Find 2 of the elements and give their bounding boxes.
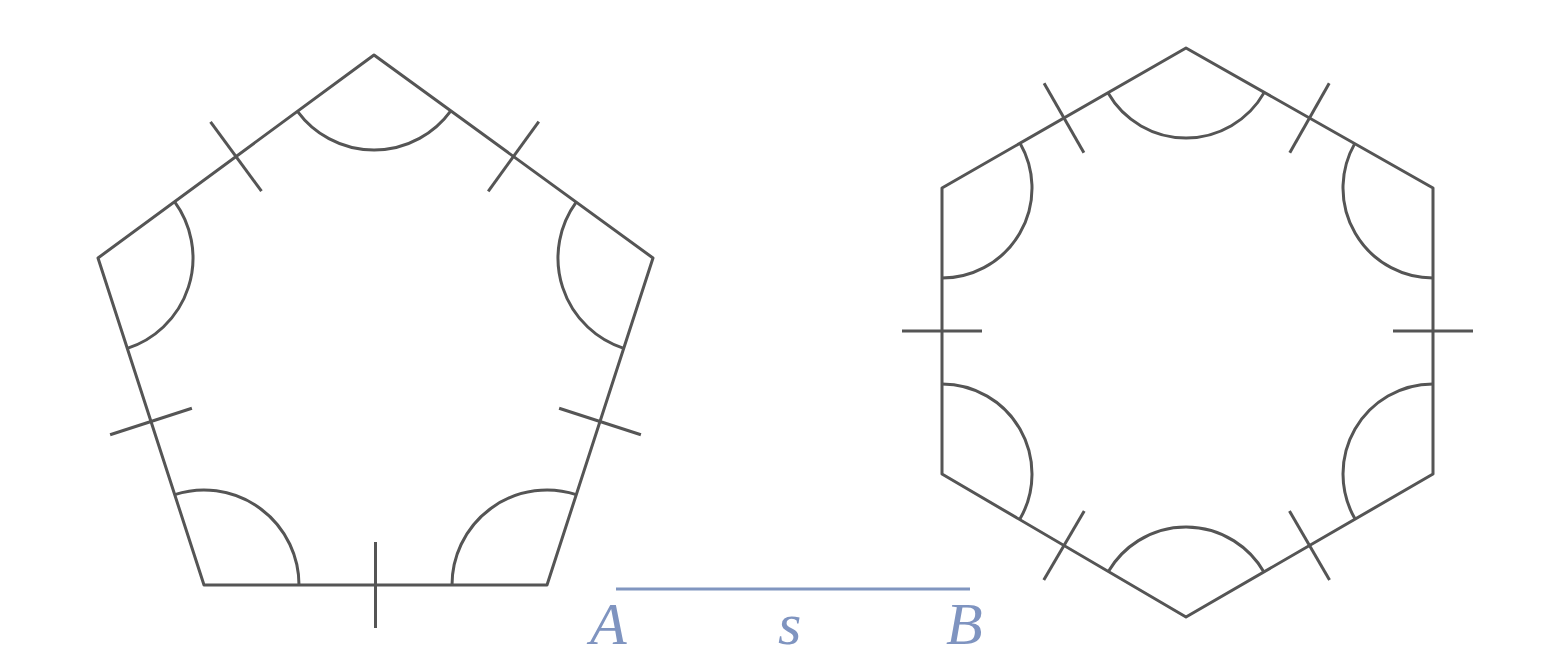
length-label: s <box>778 594 802 654</box>
point-label: B <box>946 594 983 654</box>
